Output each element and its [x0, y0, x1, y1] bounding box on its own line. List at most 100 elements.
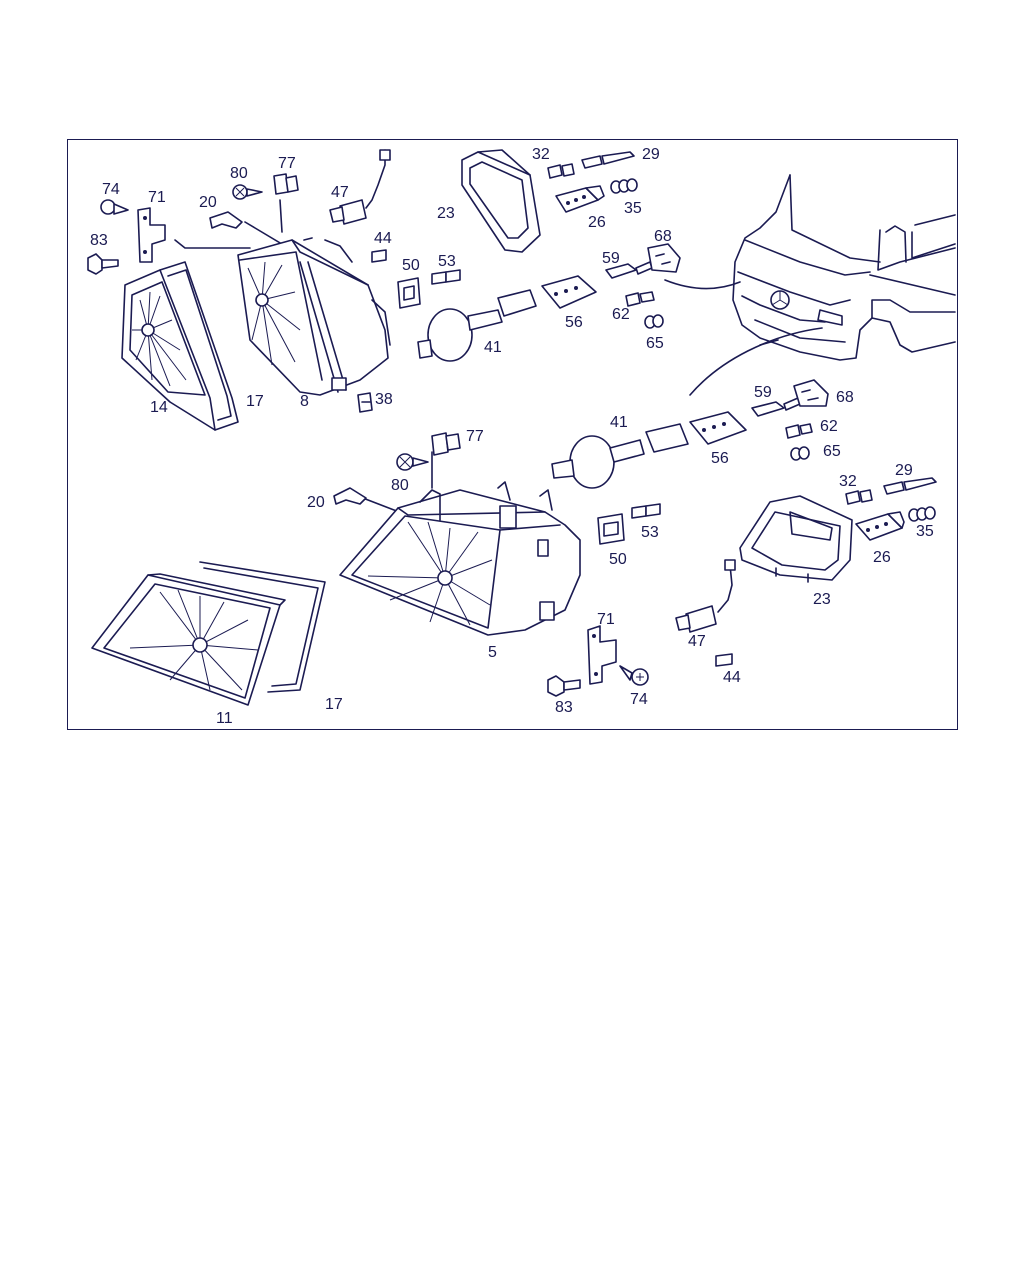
label-23-upper: 23: [437, 205, 455, 222]
label-50-lower: 50: [609, 551, 627, 568]
part-23-cover-lower: [739, 495, 853, 583]
label-29-lower: 29: [895, 462, 913, 479]
part-14-lens-upper: [121, 269, 216, 431]
part-74-screw-lower: [619, 665, 649, 686]
label-44-lower: 44: [723, 669, 741, 686]
leader-line: [664, 279, 741, 290]
label-74-lower: 74: [630, 691, 648, 708]
label-53-lower: 53: [641, 524, 659, 541]
label-17-lower: 17: [325, 696, 343, 713]
part-62-pin-upper: [625, 291, 655, 307]
label-83-upper: 83: [90, 232, 108, 249]
label-59-upper: 59: [602, 250, 620, 267]
part-32-pin-lower: [845, 489, 873, 505]
part-83-bolt-upper: [87, 253, 119, 275]
van-front-illustration: [732, 174, 956, 361]
part-32-pin-upper: [547, 163, 575, 179]
part-77-clip-upper: [273, 173, 299, 195]
label-80-lower: 80: [391, 477, 409, 494]
part-65-seal-upper: [644, 314, 664, 329]
part-59-terminal-upper: [605, 261, 653, 279]
label-32-upper: 32: [532, 146, 550, 163]
label-29-upper: 29: [642, 146, 660, 163]
part-56-connector-lower: [689, 411, 747, 445]
part-80-screw-lower: [396, 453, 429, 471]
part-71-bracket-lower: [587, 625, 617, 685]
part-56-connector-upper: [541, 275, 597, 309]
label-83-lower: 83: [555, 699, 573, 716]
part-80-screw-upper: [232, 184, 263, 200]
part-41-motor-upper: [417, 289, 537, 362]
part-71-bracket-upper: [137, 207, 166, 263]
part-17-gasket-lower: [199, 561, 326, 693]
part-26-connector-upper: [555, 185, 605, 213]
label-65-lower: 65: [823, 443, 841, 460]
label-47-lower: 47: [688, 633, 706, 650]
part-35-seals-upper: [610, 178, 638, 194]
part-77-clip-lower: [431, 432, 461, 456]
part-59-terminal-lower: [751, 397, 801, 417]
label-35-lower: 35: [916, 523, 934, 540]
part-29-terminal-upper: [581, 151, 635, 169]
part-29-terminal-lower: [883, 477, 937, 495]
label-68-lower: 68: [836, 389, 854, 406]
label-74-upper: 74: [102, 181, 120, 198]
part-53-plug-upper: [431, 269, 461, 285]
label-71-upper: 71: [148, 189, 166, 206]
label-35-upper: 35: [624, 200, 642, 217]
label-17-upper: 17: [246, 393, 264, 410]
part-62-pin-lower: [785, 423, 813, 439]
label-62-lower: 62: [820, 418, 838, 435]
label-68-upper: 68: [654, 228, 672, 245]
label-56-upper: 56: [565, 314, 583, 331]
part-26-connector-lower: [855, 511, 905, 541]
part-50-socket-upper: [397, 277, 421, 309]
label-65-upper: 65: [646, 335, 664, 352]
part-11-lens-lower: [91, 573, 286, 706]
part-44-small-bulb-upper: [371, 249, 387, 263]
part-20-retainer-upper: [209, 211, 243, 229]
part-83-bolt-lower: [547, 675, 581, 697]
part-23-cover-upper: [461, 149, 541, 253]
label-56-lower: 56: [711, 450, 729, 467]
label-5-lower: 5: [488, 644, 497, 661]
part-44-small-bulb-lower: [715, 653, 733, 667]
part-20-retainer-lower: [333, 487, 367, 505]
leader-line: [174, 239, 251, 249]
part-65-seal-lower: [790, 446, 810, 461]
label-59-lower: 59: [754, 384, 772, 401]
leader-line: [279, 199, 283, 233]
part-53-plug-lower: [631, 503, 661, 519]
part-74-screw-upper: [100, 199, 129, 215]
label-53-upper: 53: [438, 253, 456, 270]
label-11-lower: 11: [216, 710, 233, 727]
part-47-bulb-lower: [675, 559, 736, 633]
label-77-lower: 77: [466, 428, 484, 445]
label-62-upper: 62: [612, 306, 630, 323]
label-8-upper: 8: [300, 393, 309, 410]
label-38-upper: 38: [375, 391, 393, 408]
part-50-socket-lower: [597, 513, 625, 545]
part-35-seals-lower: [908, 506, 936, 522]
label-77-upper: 77: [278, 155, 296, 172]
part-47-bulb-upper: [329, 149, 391, 225]
label-20-lower: 20: [307, 494, 325, 511]
part-68-holder-upper: [647, 243, 681, 273]
part-38-clip-upper: [357, 392, 373, 413]
label-41-lower: 41: [610, 414, 628, 431]
label-44-upper: 44: [374, 230, 392, 247]
part-41-motor-lower: [551, 423, 689, 489]
label-41-upper: 41: [484, 339, 502, 356]
leader-line: [689, 327, 823, 396]
part-5-headlamp-lower: [339, 481, 581, 636]
label-14-upper: 14: [150, 399, 168, 416]
part-17-gasket-upper: [159, 261, 239, 431]
label-32-lower: 32: [839, 473, 857, 490]
part-8-headlamp-upper: [237, 237, 391, 396]
label-26-upper: 26: [588, 214, 606, 231]
label-50-upper: 50: [402, 257, 420, 274]
label-80-upper: 80: [230, 165, 248, 182]
label-47-upper: 47: [331, 184, 349, 201]
label-23-lower: 23: [813, 591, 831, 608]
